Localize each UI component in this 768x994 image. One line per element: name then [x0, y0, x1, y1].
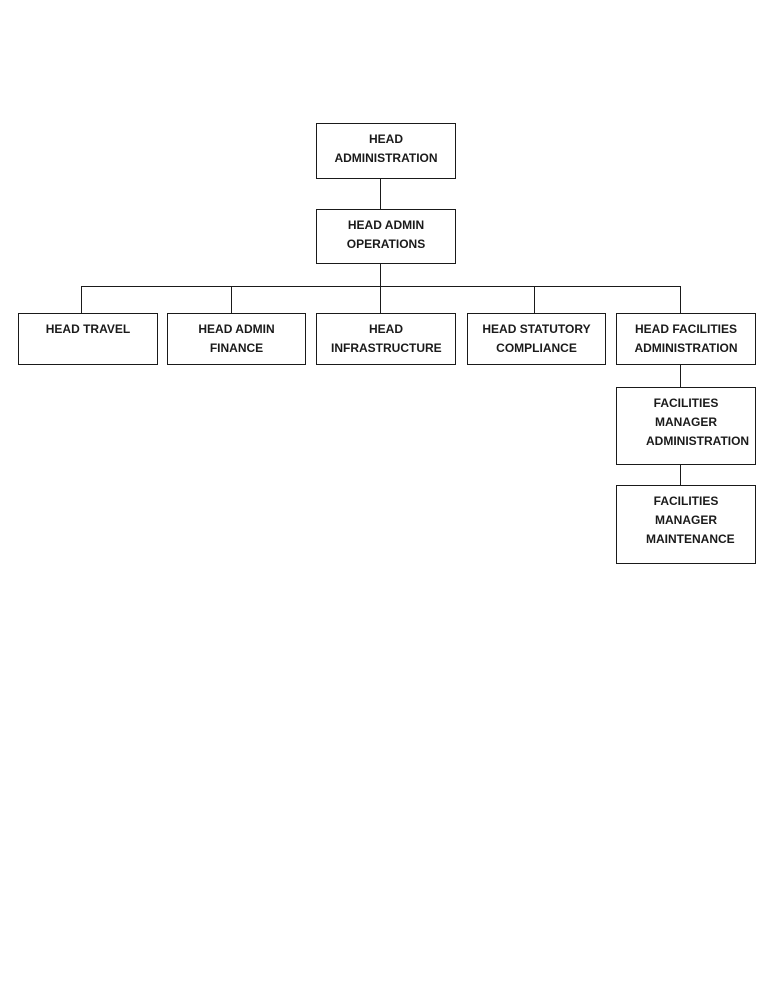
node-head-facilities-administration-label: HEAD FACILITIES ADMINISTRATION	[634, 322, 738, 355]
node-head-administration-label: HEAD ADMINISTRATION	[334, 132, 438, 165]
node-head-travel-label: HEAD TRAVEL	[45, 322, 131, 336]
connector-bus-travel	[81, 286, 82, 313]
node-head-facilities-administration: HEAD FACILITIES ADMINISTRATION	[616, 313, 756, 365]
node-facilities-manager-administration-label: FACILITIES MANAGER ADMINISTRATION	[646, 396, 750, 448]
node-facilities-manager-administration: FACILITIES MANAGER ADMINISTRATION	[616, 387, 756, 465]
connector-bus-admin-finance	[231, 286, 232, 313]
node-facilities-manager-maintenance: FACILITIES MANAGER MAINTENANCE	[616, 485, 756, 564]
node-facilities-manager-maintenance-label: FACILITIES MANAGER MAINTENANCE	[646, 494, 735, 546]
connector-bus-statutory-compliance	[534, 286, 535, 313]
node-head-statutory-compliance: HEAD STATUTORY COMPLIANCE	[467, 313, 606, 365]
connector-operations-bus	[380, 263, 381, 286]
node-head-statutory-compliance-label: HEAD STATUTORY COMPLIANCE	[482, 322, 591, 355]
connector-bus-facilities-administration	[680, 286, 681, 313]
node-head-admin-finance: HEAD ADMIN FINANCE	[167, 313, 306, 365]
node-head-admin-finance-label: HEAD ADMIN FINANCE	[198, 322, 275, 355]
connector-bus-infrastructure	[380, 286, 381, 313]
node-head-infrastructure: HEAD INFRASTRUCTURE	[316, 313, 456, 365]
node-head-infrastructure-label: HEAD INFRASTRUCTURE	[331, 322, 442, 355]
connector-facilities-to-manager-admin	[680, 364, 681, 388]
node-head-admin-operations-label: HEAD ADMIN OPERATIONS	[346, 218, 426, 251]
connector-manager-admin-to-maintenance	[680, 464, 681, 486]
node-head-administration: HEAD ADMINISTRATION	[316, 123, 456, 179]
connector-department-bus	[81, 286, 681, 287]
connector-root-operations	[380, 178, 381, 210]
node-head-admin-operations: HEAD ADMIN OPERATIONS	[316, 209, 456, 264]
node-head-travel: HEAD TRAVEL	[18, 313, 158, 365]
